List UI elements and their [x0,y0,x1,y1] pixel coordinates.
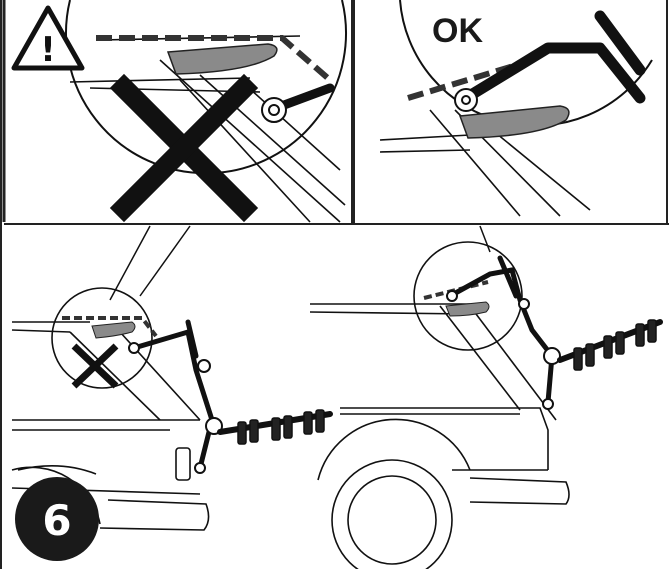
step-number: 6 [42,496,71,545]
seal-dashed-line-ok [407,61,521,101]
rubber-pad-small-wrong [91,321,136,339]
inset-panel-wrong: ! [2,0,353,225]
rubber-pad-ok [458,105,570,139]
car-ok [309,303,570,569]
magnifier-circle-small-ok [413,241,523,351]
bike-rack-wrong [128,319,333,474]
ok-label: OK [432,12,483,50]
bike-rack-ok [446,255,663,410]
magnifier-circle-small-wrong [51,287,153,389]
rubber-pad-small-ok [445,301,490,317]
x-cross-small-icon [71,343,119,389]
magnifier-circle-wrong [65,0,347,175]
step-badge: 6 [15,477,99,561]
inset-panel-ok: OK [353,0,669,225]
strap-ok [460,42,646,104]
rubber-pad-wrong [166,43,278,75]
seal-dashed-line-wrong [96,35,332,83]
x-cross-icon [109,73,259,223]
callout-pointers [109,225,491,301]
warning-mark: ! [40,30,56,70]
warning-triangle-icon: ! [11,5,85,71]
